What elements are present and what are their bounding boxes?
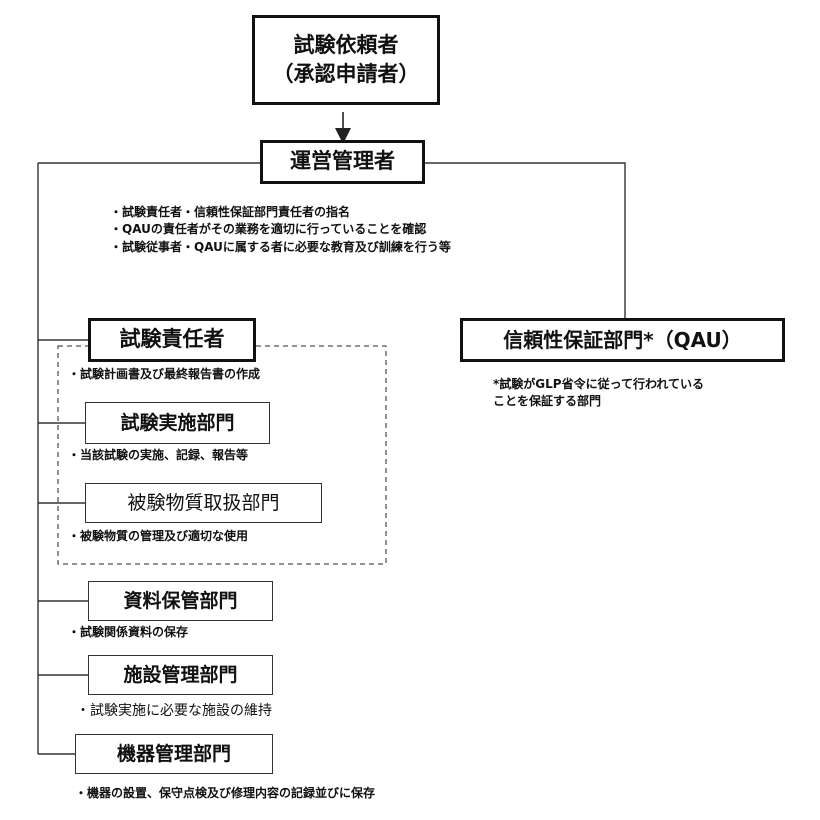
study-director-duty: ・試験計画書及び最終報告書の作成 [68, 367, 261, 381]
equipment-dept-label: 機器管理部門 [116, 742, 231, 765]
qau-box: 信頼性保証部門*（QAU） [460, 318, 785, 362]
test-article-dept-label: 被験物質取扱部門 [127, 491, 280, 514]
testing-dept-box: 試験実施部門 [85, 402, 270, 444]
equipment-dept-box: 機器管理部門 [75, 734, 273, 774]
archive-dept-label: 資料保管部門 [123, 589, 238, 612]
testing-dept-duty: ・当該試験の実施、記録、報告等 [68, 448, 249, 462]
qau-note: *試験がGLP省令に従って行われている ことを保証する部門 [493, 376, 704, 411]
requester-title: 試験依頼者 [293, 32, 399, 57]
requester-subtitle: （承認申請者） [272, 62, 420, 86]
qau-note-line-1: *試験がGLP省令に従って行われている [493, 377, 705, 391]
archive-dept-duty: ・試験関係資料の保存 [68, 625, 189, 639]
test-article-dept-duty: ・被験物質の管理及び適切な使用 [68, 529, 249, 543]
facility-dept-box: 施設管理部門 [88, 655, 273, 695]
management-duties: ・試験責任者・信頼性保証部門責任者の指名 ・QAUの責任者がその業務を適切に行っ… [110, 204, 451, 256]
qau-note-line-2: ことを保証する部門 [493, 394, 602, 409]
management-label: 運営管理者 [290, 149, 395, 174]
facility-dept-duty: ・試験実施に必要な施設の維持 [76, 703, 272, 719]
requester-box: 試験依頼者 （承認申請者） [252, 15, 440, 105]
management-box: 運営管理者 [260, 140, 425, 184]
test-article-dept-box: 被験物質取扱部門 [85, 483, 322, 523]
equipment-dept-duty: ・機器の設置、保守点検及び修理内容の記録並びに保存 [75, 786, 376, 800]
testing-dept-label: 試験実施部門 [120, 411, 235, 434]
qau-label: 信頼性保証部門*（QAU） [503, 328, 742, 352]
study-director-label: 試験責任者 [119, 327, 225, 352]
management-duty-1: ・試験責任者・信頼性保証部門責任者の指名 [110, 205, 351, 219]
study-director-box: 試験責任者 [88, 318, 256, 362]
management-duty-2: ・QAUの責任者がその業務を適切に行っていることを確認 [110, 222, 427, 237]
facility-dept-label: 施設管理部門 [123, 663, 238, 686]
management-duty-3: ・試験従事者・QAUに属する者に必要な教育及び訓練を行う等 [110, 239, 451, 254]
management-to-qau-connector [425, 162, 626, 318]
archive-dept-box: 資料保管部門 [88, 581, 273, 621]
